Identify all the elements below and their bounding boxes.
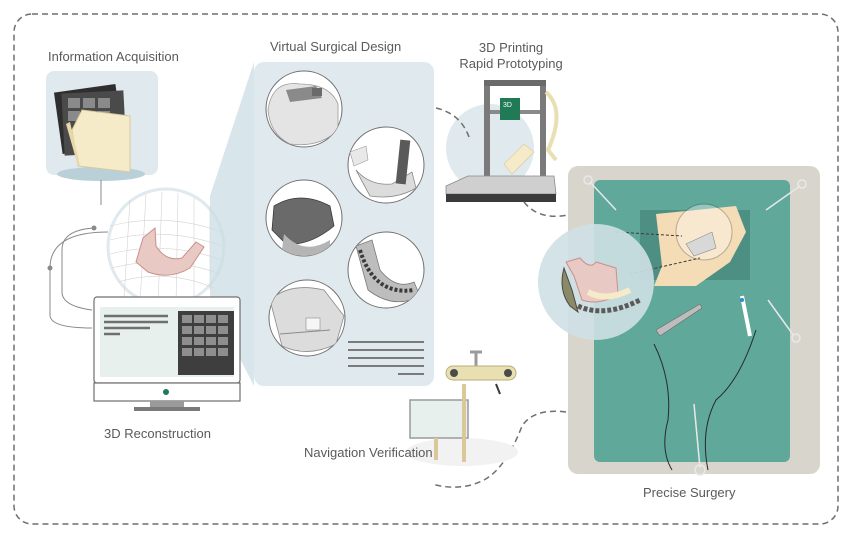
printer-icon <box>445 80 559 202</box>
dashed-connector <box>431 410 567 488</box>
left-connector-lines <box>49 180 109 329</box>
label-navigation-verification: Navigation Verification <box>304 445 433 460</box>
monitor-icon <box>93 296 241 411</box>
label-information-acquisition: Information Acquisition <box>48 49 179 64</box>
surgery-scene <box>538 166 820 476</box>
design-circle-plate <box>347 231 425 309</box>
design-text-lines <box>348 341 424 375</box>
dashed-connector <box>435 107 471 141</box>
label-3d-reconstruction: 3D Reconstruction <box>104 426 211 441</box>
design-circle-skull-lateral <box>268 279 346 357</box>
scissors-icon <box>583 175 807 476</box>
design-circle-skull <box>265 70 343 148</box>
connector-dot <box>91 225 97 231</box>
printer-badge: 3D <box>503 102 512 109</box>
reconstruction-preview <box>106 187 226 307</box>
dashed-connector <box>523 201 573 217</box>
folder-icon <box>53 83 131 173</box>
design-circle-fibula <box>347 126 425 204</box>
label-virtual-surgical-design: Virtual Surgical Design <box>270 39 402 54</box>
scalpel-icon <box>655 295 752 337</box>
design-circle-mandible-guide <box>265 179 343 257</box>
label-3d-printing: 3D Printing <box>478 40 544 55</box>
label-precise-surgery: Precise Surgery <box>643 485 736 500</box>
information-acquisition-group <box>46 71 158 181</box>
mandible-model <box>135 226 205 276</box>
outer-dashed-border <box>13 13 839 525</box>
camera-icon <box>406 350 518 466</box>
label-rapid-prototyping: Rapid Prototyping <box>459 56 563 71</box>
connector-dot <box>47 265 53 271</box>
